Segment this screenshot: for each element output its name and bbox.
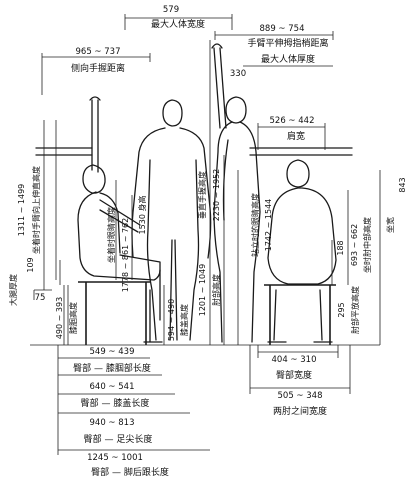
elbow-rest-value: 188 [336,240,345,255]
seated-elbow-label: 站立时的眼睛高度 [250,193,260,257]
shoulder-height-value: 1201 ~ 1049 [198,264,207,317]
elbow-to-seat-value: 295 [337,302,346,317]
seated-elbow-height-label: 坐时肘中部高度 [362,217,372,273]
seat-height-small-value: 75 [35,293,46,303]
back-to-chest-value: 843 [398,177,407,192]
max-width-label: 最大人体宽度 [151,18,205,30]
side-reach-label: 侧向手握距离 [71,62,125,74]
side-reach-value: 965 ~ 737 [76,47,121,57]
arm-forward-reach-label: 手臂平伸拇指梢距离 [247,37,328,49]
buttock-knee-label: 臀部 — 膝盖长度 [81,397,150,409]
arm-forward-reach-value: 889 ~ 754 [260,24,305,34]
buttock-heel-value: 1245 ~ 1001 [87,453,143,463]
shoulder-width-value: 526 ~ 442 [270,116,315,126]
buttock-popliteal-label: 臀部 — 膝腘部长度 [73,362,151,374]
buttock-popliteal-value: 549 ~ 439 [90,347,135,357]
seated-figure-rear [249,147,353,343]
max-width-value: 579 [163,5,179,15]
knee-height-label: 膝腘高度 [68,302,78,334]
elbow-to-seat-label: 肘部平放高度 [350,286,360,334]
thigh-clearance-value: 109 [26,257,35,272]
elbow-to-elbow-value: 505 ~ 348 [278,391,323,401]
seated-figure-left [77,96,163,343]
seated-elbow-value: 1742 ~ 1544 [264,199,273,252]
knee-height-value: 490 ~ 393 [55,297,64,339]
standing-arm-up-value: 2230 ~ 1952 [212,169,221,222]
knee-height2-value: 594 ~ 490 [167,299,176,341]
seated-elbow-height-value: 693 ~ 662 [350,224,359,266]
thigh-clearance-label: 大腿厚度 [8,274,18,306]
buttock-heel-label: 臀部 — 脚后跟长度 [91,466,169,478]
standing-arm-up-label: 垂直手握高度 [197,171,207,219]
buttock-toe-label: 臀部 — 足尖长度 [84,433,153,445]
elbow-to-elbow-label: 两肘之间宽度 [273,405,327,417]
hip-width-label: 臀部宽度 [276,369,312,381]
knee-height2-label: 膝盖高度 [179,304,189,336]
seated-arm-up-label: 坐着时手臂向上伸直高度 [31,166,41,254]
shoulder-width-label: 肩宽 [287,130,305,142]
buttock-toe-value: 940 ~ 813 [90,418,135,428]
seated-eye-range: 1778 ~ 861 ~ 762 [121,218,130,292]
seated-figure-side [35,147,93,156]
max-depth-label: 最大人体厚度 [261,53,315,65]
seated-eye-label: 坐着时眼睛高度 [106,207,116,263]
seated-arm-up-value: 1311 ~ 1499 [17,184,26,237]
seat-left [78,281,150,345]
seated-width-label: 坐宽 [385,217,395,233]
hip-width-value: 404 ~ 310 [272,355,317,365]
seat-right [264,284,336,345]
shoulder-height-label: 肘部高度 [211,274,221,306]
max-depth-value: 330 [230,69,246,79]
seated-height-value: 1530 身高 [137,196,147,235]
buttock-knee-value: 640 ~ 541 [90,382,135,392]
